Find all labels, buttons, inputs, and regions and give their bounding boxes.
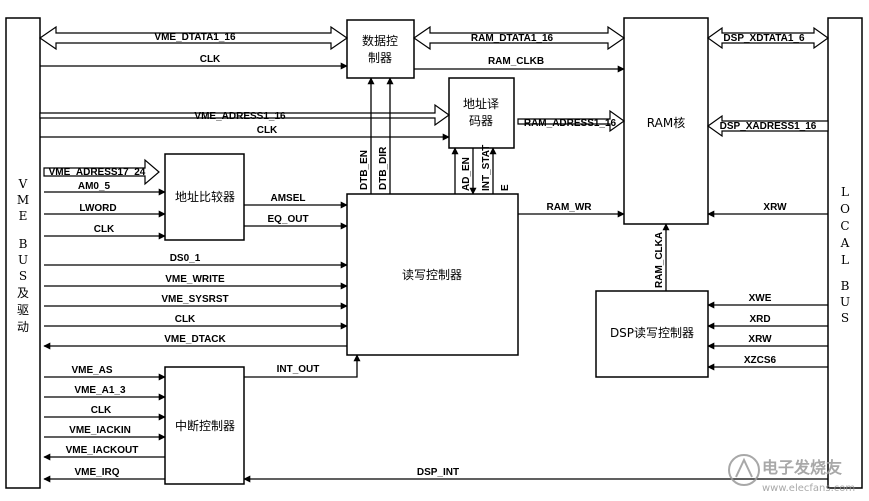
svg-text:动: 动: [17, 320, 29, 334]
ram-core-block: [623, 17, 709, 225]
svg-text:E: E: [19, 209, 28, 223]
svg-text:B: B: [19, 237, 28, 251]
label-vme-dtata: VME_DTATA1_16: [154, 32, 236, 43]
local-bus-label: L O C A L B U S: [840, 185, 850, 325]
local-bus-block: [827, 17, 863, 489]
vme-data-bus-arrow: [38, 25, 349, 51]
label-clk-int: CLK: [91, 405, 112, 416]
dsp-data-bus-arrow: [706, 26, 830, 50]
ram-data-bus-arrow: [412, 25, 626, 51]
label-vme-iackout: VME_IACKOUT: [66, 445, 139, 456]
label-vme-a1-3: VME_A1_3: [74, 385, 126, 396]
label-vme-write: VME_WRITE: [165, 274, 225, 285]
interrupt-controller-label: 中断控制器: [175, 418, 235, 433]
watermark: 电子发烧友 www.elecfans.com: [728, 454, 855, 494]
data-controller-block: [346, 19, 415, 79]
label-dtb-dir: DTB_DIR: [378, 146, 389, 190]
label-ad-en: AD_EN: [461, 157, 472, 191]
label-clk-rw: CLK: [175, 314, 196, 325]
label-vme-sysrst: VME_SYSRST: [161, 294, 228, 305]
label-vme-dtack: VME_DTACK: [164, 334, 226, 345]
vme-high-address-arrow: [43, 158, 160, 186]
read-write-controller-block: [346, 193, 519, 356]
label-ram-adress: RAM_ADRESS1_16: [524, 118, 617, 129]
label-int-out: INT_OUT: [277, 364, 320, 375]
label-dsp-xadress: DSP_XADRESS1_16: [720, 121, 817, 132]
svg-text:L: L: [841, 185, 849, 199]
label-lword: LWORD: [79, 203, 116, 214]
label-amsel: AMSEL: [271, 193, 306, 204]
label-eq-out: EQ_OUT: [267, 214, 308, 225]
vme-bus-block: [5, 17, 41, 489]
svg-text:B: B: [841, 279, 850, 293]
dsp-address-bus-arrow: [706, 114, 829, 138]
label-ram-wr: RAM_WR: [547, 202, 593, 213]
svg-text:A: A: [840, 236, 850, 250]
label-ram-dtata: RAM_DTATA1_16: [471, 33, 554, 44]
svg-text:U: U: [840, 295, 850, 309]
signal-lines: [40, 62, 828, 483]
label-ram-clkb: RAM_CLKB: [488, 56, 544, 67]
label-int-stat: INT_STAT: [481, 145, 492, 191]
ram-address-bus-arrow: [517, 109, 626, 133]
label-am0-5: AM0_5: [78, 181, 111, 192]
label-vme-adress17: VME_ADRESS17_24: [49, 167, 146, 178]
svg-text:驱: 驱: [17, 303, 29, 317]
svg-text:及: 及: [17, 286, 29, 300]
svg-text:V: V: [18, 177, 28, 191]
svg-text:S: S: [841, 311, 849, 325]
svg-text:U: U: [18, 253, 28, 267]
label-ds0-1: DS0_1: [170, 253, 201, 264]
label-dtb-en: DTB_EN: [359, 150, 370, 190]
ram-core-label: RAM核: [647, 116, 685, 130]
label-xrw-ram: XRW: [763, 202, 787, 213]
address-decoder-label-1: 地址译: [463, 97, 499, 111]
dsp-rw-controller-label: DSP读写控制器: [610, 326, 694, 340]
label-clk-cmp: CLK: [94, 224, 115, 235]
watermark-logo-icon: [728, 454, 760, 486]
svg-text:M: M: [17, 193, 29, 207]
watermark-name: 电子发烧友: [762, 458, 843, 477]
label-vme-iackin: VME_IACKIN: [69, 425, 131, 436]
label-xwe: XWE: [749, 293, 772, 304]
svg-text:L: L: [841, 253, 849, 267]
data-controller-label-1: 数据控: [362, 33, 398, 48]
label-dsp-int: DSP_INT: [417, 467, 459, 478]
label-xzcs6: XZCS6: [744, 355, 777, 366]
read-write-controller-label: 读写控制器: [402, 268, 462, 282]
vme-bus-label: V M E B U S 及 驱 动: [17, 177, 29, 334]
address-decoder-block: [448, 77, 515, 149]
address-decoder-label-2: 码器: [469, 114, 493, 128]
label-clk-addr: CLK: [257, 125, 278, 136]
dsp-rw-controller-block: [595, 290, 709, 378]
label-e: E: [500, 184, 511, 191]
label-vme-as: VME_AS: [71, 365, 112, 376]
label-xrd: XRD: [749, 314, 770, 325]
label-ram-clka: RAM_CLKA: [654, 232, 665, 288]
label-dsp-xdtata: DSP_XDTATA1_6: [723, 33, 805, 44]
address-comparator-label: 地址比较器: [175, 189, 235, 204]
watermark-url: www.elecfans.com: [762, 483, 855, 494]
svg-text:O: O: [840, 202, 850, 216]
label-xrw-dsp: XRW: [748, 334, 772, 345]
label-clk-data: CLK: [200, 54, 221, 65]
interrupt-controller-block: [164, 366, 245, 485]
vme-address-bus-arrow: [39, 103, 451, 127]
label-vme-irq: VME_IRQ: [74, 467, 119, 478]
svg-text:C: C: [840, 219, 849, 233]
label-vme-adress: VME_ADRESS1_16: [194, 111, 286, 122]
svg-text:S: S: [19, 269, 27, 283]
address-comparator-block: [164, 153, 245, 241]
data-controller-label-2: 制器: [368, 51, 392, 65]
